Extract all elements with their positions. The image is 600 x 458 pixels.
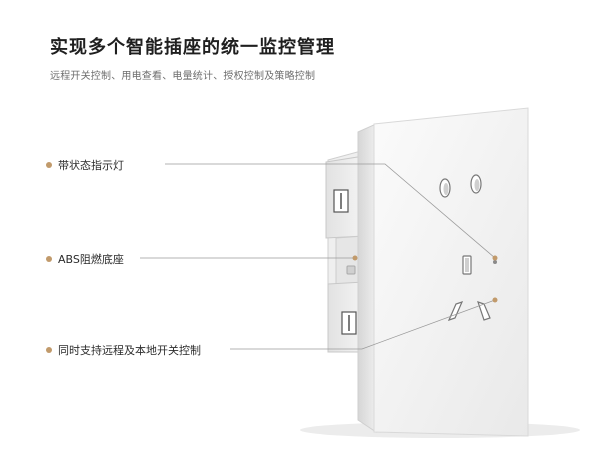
- feature-label: 带状态指示灯: [58, 159, 124, 172]
- leader-lines: [140, 163, 496, 350]
- page-title: 实现多个智能插座的统一监控管理: [50, 37, 335, 58]
- feature-label: 同时支持远程及本地开关控制: [58, 344, 201, 357]
- socket-faceplate: [373, 107, 529, 437]
- feature-remote-local-control: 同时支持远程及本地开关控制: [46, 342, 201, 358]
- status-indicator-icon: [346, 265, 356, 275]
- two-pin-outlet-icon: [439, 174, 482, 198]
- feature-label: ABS阻燃底座: [58, 253, 124, 266]
- leader-end-dot: [492, 297, 498, 303]
- face-indicator-icon: [493, 260, 497, 264]
- feature-indicator-light: 带状态指示灯: [46, 157, 124, 173]
- feature-abs-base: ABS阻燃底座: [46, 251, 124, 267]
- page-subtitle: 远程开关控制、用电查看、电量统计、授权控制及策略控制: [50, 71, 316, 82]
- leader-end-dot: [492, 255, 498, 261]
- bullet-dot-icon: [46, 347, 52, 353]
- leader-end-dot: [352, 255, 358, 261]
- bullet-dot-icon: [46, 256, 52, 262]
- plate-edge: [357, 123, 377, 433]
- bullet-dot-icon: [46, 162, 52, 168]
